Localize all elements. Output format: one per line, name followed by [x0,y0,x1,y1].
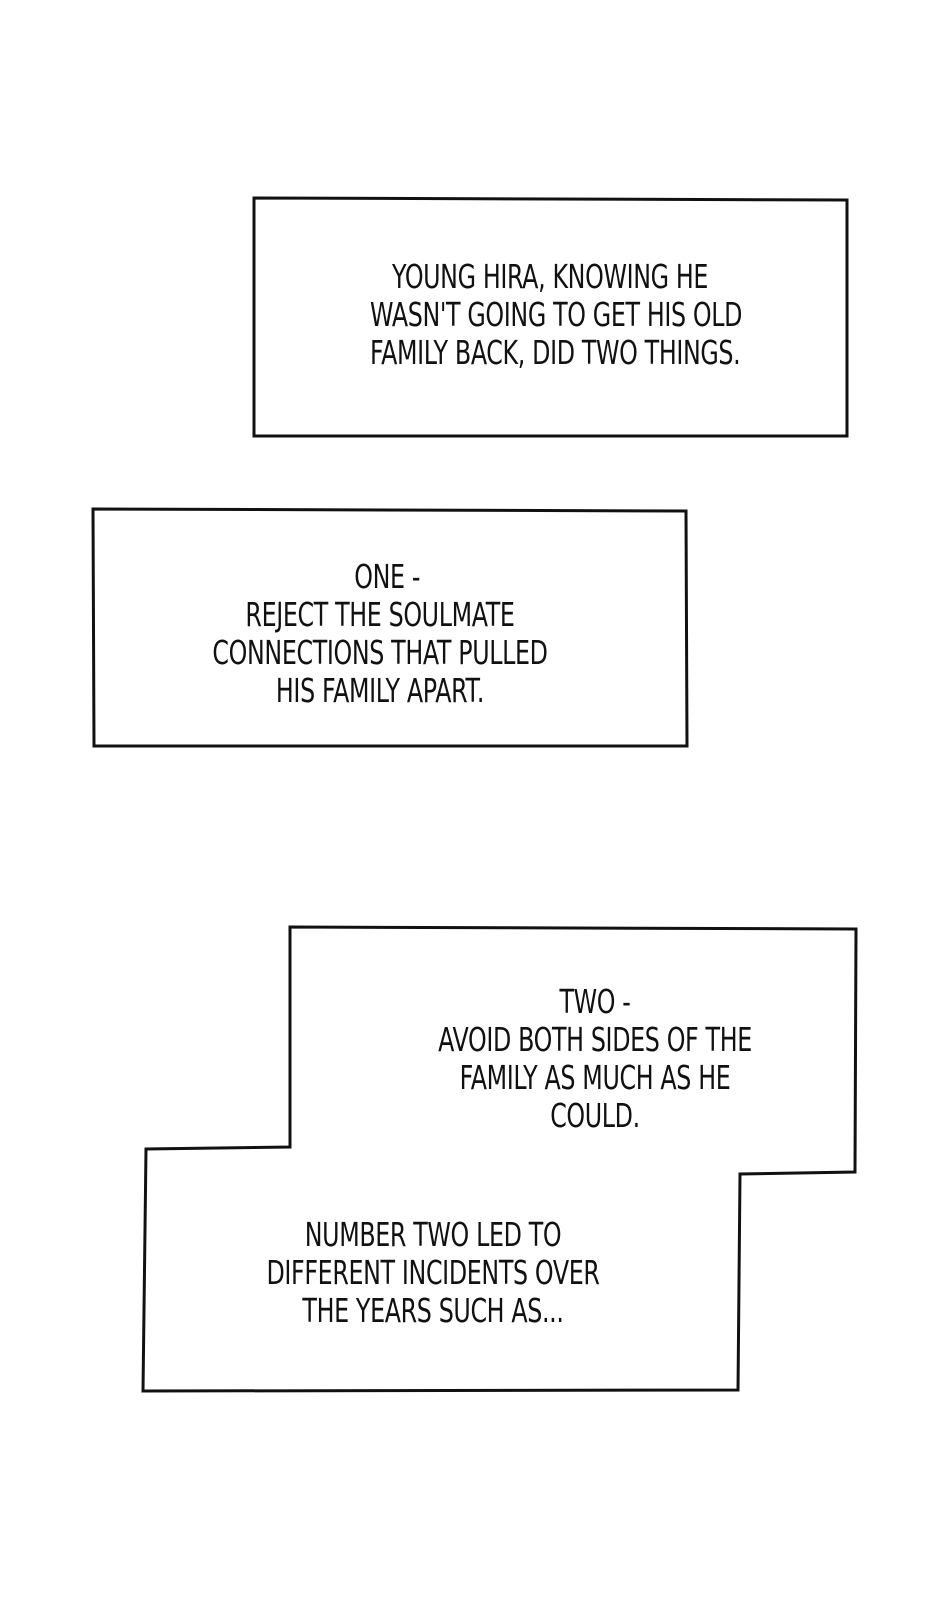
caption-box-3-bottom-text: NUMBER TWO LED TO DIFFERENT INCIDENTS OV… [253,1216,613,1330]
caption-line: FAMILY AS MUCH AS HE [459,1058,731,1097]
caption-line: WASN'T GOING TO GET HIS OLD [370,295,743,334]
caption-line: DIFFERENT INCIDENTS OVER [266,1253,600,1292]
caption-box-1-text: YOUNG HIRA, KNOWING HE WASN'T GOING TO G… [370,257,743,372]
caption-box-2-text: ONE - REJECT THE SOULMATE CONNECTIONS TH… [200,558,560,710]
caption-line: NUMBER TWO LED TO [304,1215,562,1254]
caption-line: FAMILY BACK, DID TWO THINGS. [370,333,741,372]
caption-line: AVOID BOTH SIDES OF THE [438,1020,752,1059]
caption-box-2-frame [91,507,689,748]
caption-line: THE YEARS SUCH AS... [302,1291,564,1330]
caption-line: COULD. [550,1096,640,1135]
caption-line: YOUNG HIRA, KNOWING HE [391,257,709,296]
caption-box-1-frame [252,196,849,438]
caption-line: CONNECTIONS THAT PULLED [212,633,548,672]
caption-box-3-top-text: TWO - AVOID BOTH SIDES OF THE FAMILY AS … [415,983,775,1135]
caption-line: TWO - [559,982,631,1021]
caption-line: ONE - [354,557,421,596]
caption-box-3-frame [141,925,858,1393]
caption-line: REJECT THE SOULMATE [245,595,515,634]
caption-line: HIS FAMILY APART. [275,671,485,710]
